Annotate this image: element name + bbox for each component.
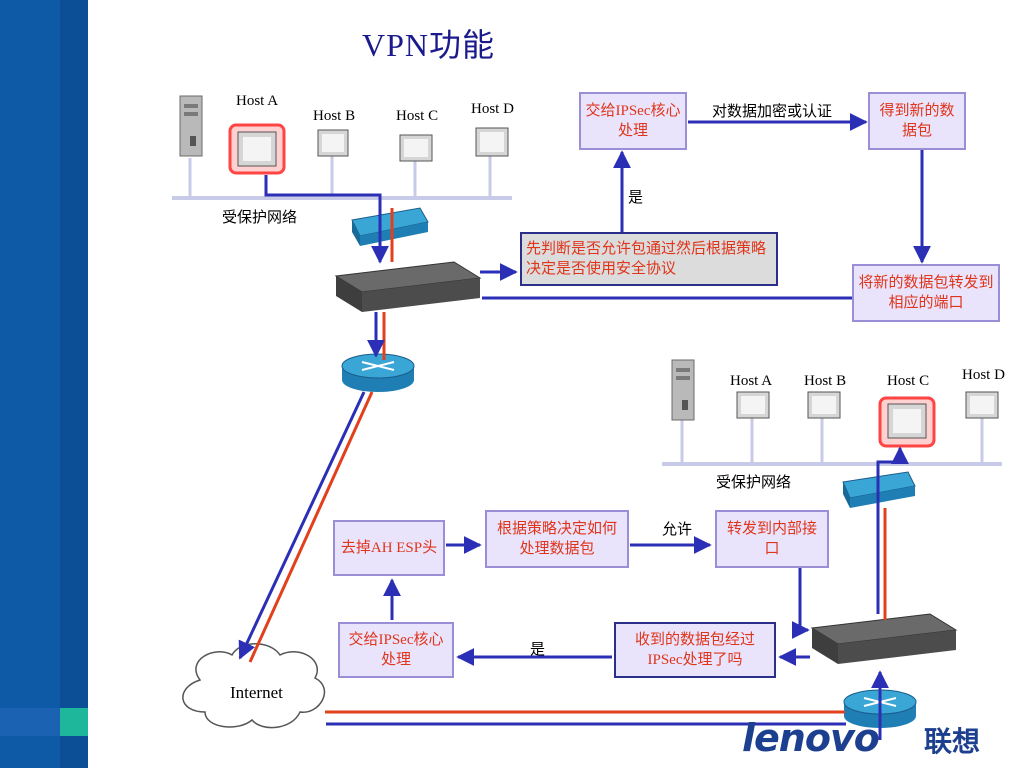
top-yes-label: 是 [628, 190, 644, 206]
forward-port-box: 将新的数据包转发到相应的端口 [852, 264, 1000, 322]
top-host-d-label: Host D [471, 101, 514, 117]
sidebar-stripe [60, 0, 88, 768]
remove-ah-esp-box: 去掉AH ESP头 [333, 520, 445, 576]
received-check-box: 收到的数据包经过IPSec处理了吗 [614, 622, 776, 678]
slide-title: VPN功能 [362, 27, 496, 63]
allow-label: 允许 [662, 522, 693, 538]
host-d-icon [475, 127, 509, 157]
vpn-gateway-device-icon [334, 261, 482, 312]
switch-icon [351, 207, 429, 246]
top-host-b-label: Host B [313, 108, 356, 124]
lenovo-logo-cn: 联想 [924, 725, 981, 758]
bottom-network-bus [662, 418, 1002, 466]
internet-label: Internet [230, 683, 283, 702]
encrypt-auth-label: 对数据加密或认证 [712, 104, 833, 120]
bottom-host-c-label: Host C [887, 373, 930, 389]
top-host-a-label: Host A [236, 93, 279, 109]
new-packet-box: 得到新的数据包 [868, 92, 966, 150]
lenovo-logo: lenovo [742, 716, 880, 760]
forward-internal-box: 转发到内部接口 [715, 510, 829, 568]
left-sidebar-decoration [0, 0, 88, 768]
bottom-host-a-label: Host A [730, 373, 773, 389]
bottom-yes-label: 是 [530, 642, 546, 658]
top-network-label: 受保护网络 [222, 210, 298, 226]
top-host-c-label: Host C [396, 108, 439, 124]
host-b-icon [807, 391, 841, 419]
judge-policy-box: 先判断是否允许包通过然后根据策略决定是否使用安全协议 [520, 232, 778, 286]
top-ipsec-core-box: 交给IPSec核心处理 [579, 92, 687, 150]
sidebar-square-blue [0, 708, 60, 736]
router-icon [341, 353, 415, 392]
bottom-network-label: 受保护网络 [716, 475, 792, 491]
bottom-host-d-label: Host D [962, 367, 1005, 383]
server-tower-icon [179, 95, 203, 157]
host-d-icon [965, 391, 999, 419]
host-b-icon [317, 129, 349, 157]
host-c-highlighted-icon [878, 396, 936, 448]
host-a-icon [736, 391, 770, 419]
host-c-icon [399, 134, 433, 162]
policy-decision-box: 根据策略决定如何处理数据包 [485, 510, 629, 568]
internet-cloud-icon [182, 643, 326, 729]
top-network-bus [172, 155, 512, 200]
bottom-ipsec-core-box: 交给IPSec核心处理 [338, 622, 454, 678]
bottom-host-b-label: Host B [804, 373, 847, 389]
sidebar-square-teal [60, 708, 88, 736]
host-a-highlighted-icon [228, 123, 286, 175]
flow-arrows-blue [238, 113, 931, 740]
server-tower-icon [671, 359, 695, 421]
vpn-gateway-device-icon [810, 613, 958, 664]
